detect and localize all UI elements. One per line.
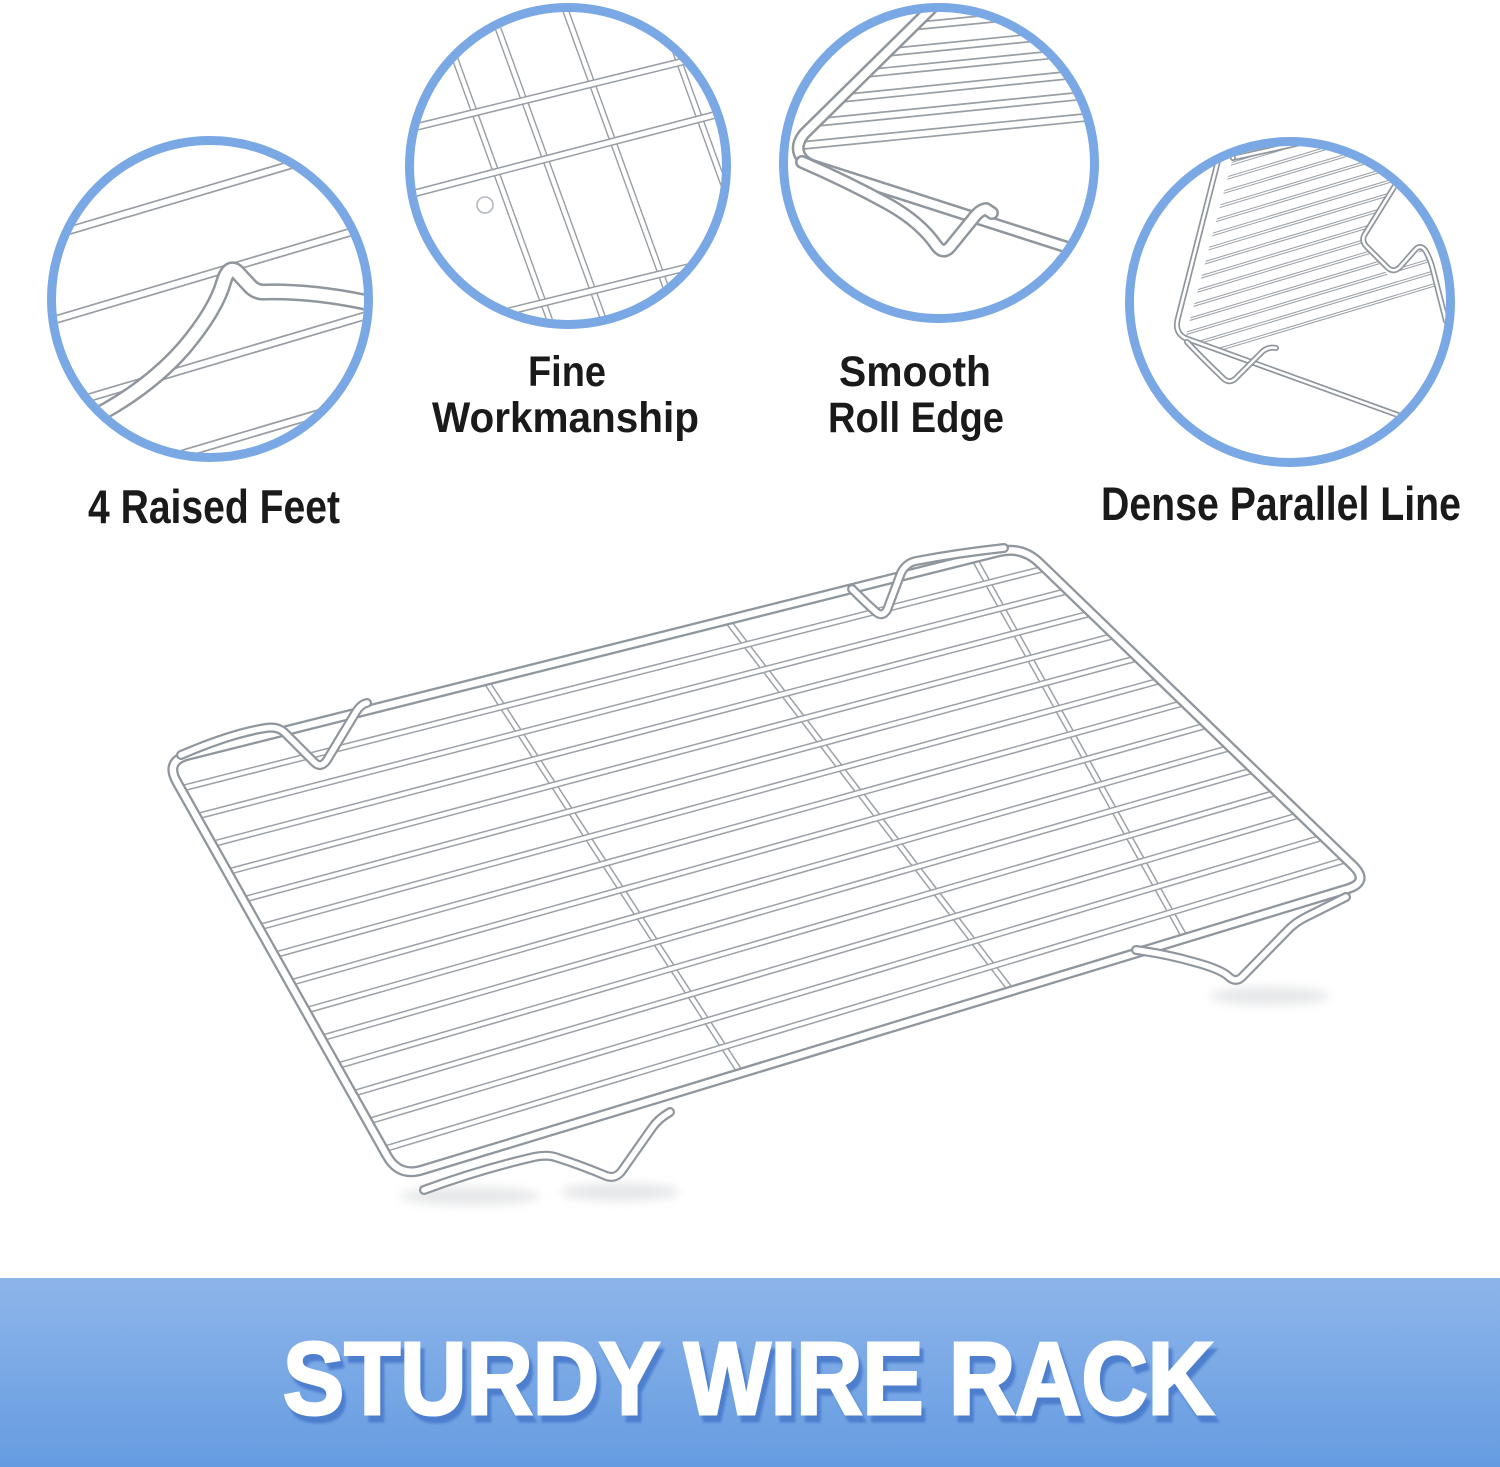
svg-text:Smooth: Smooth [839,348,991,396]
svg-text:Workmanship: Workmanship [432,394,699,442]
svg-text:4 Raised Feet: 4 Raised Feet [88,480,340,533]
svg-text:Dense Parallel Line: Dense Parallel Line [1101,477,1461,530]
svg-text:Fine: Fine [528,348,606,396]
svg-text:STURDY WIRE RACK: STURDY WIRE RACK [283,1321,1214,1436]
svg-text:STURDY WIRE RACK: STURDY WIRE RACK [287,1328,1218,1443]
svg-text:Roll Edge: Roll Edge [828,394,1004,442]
